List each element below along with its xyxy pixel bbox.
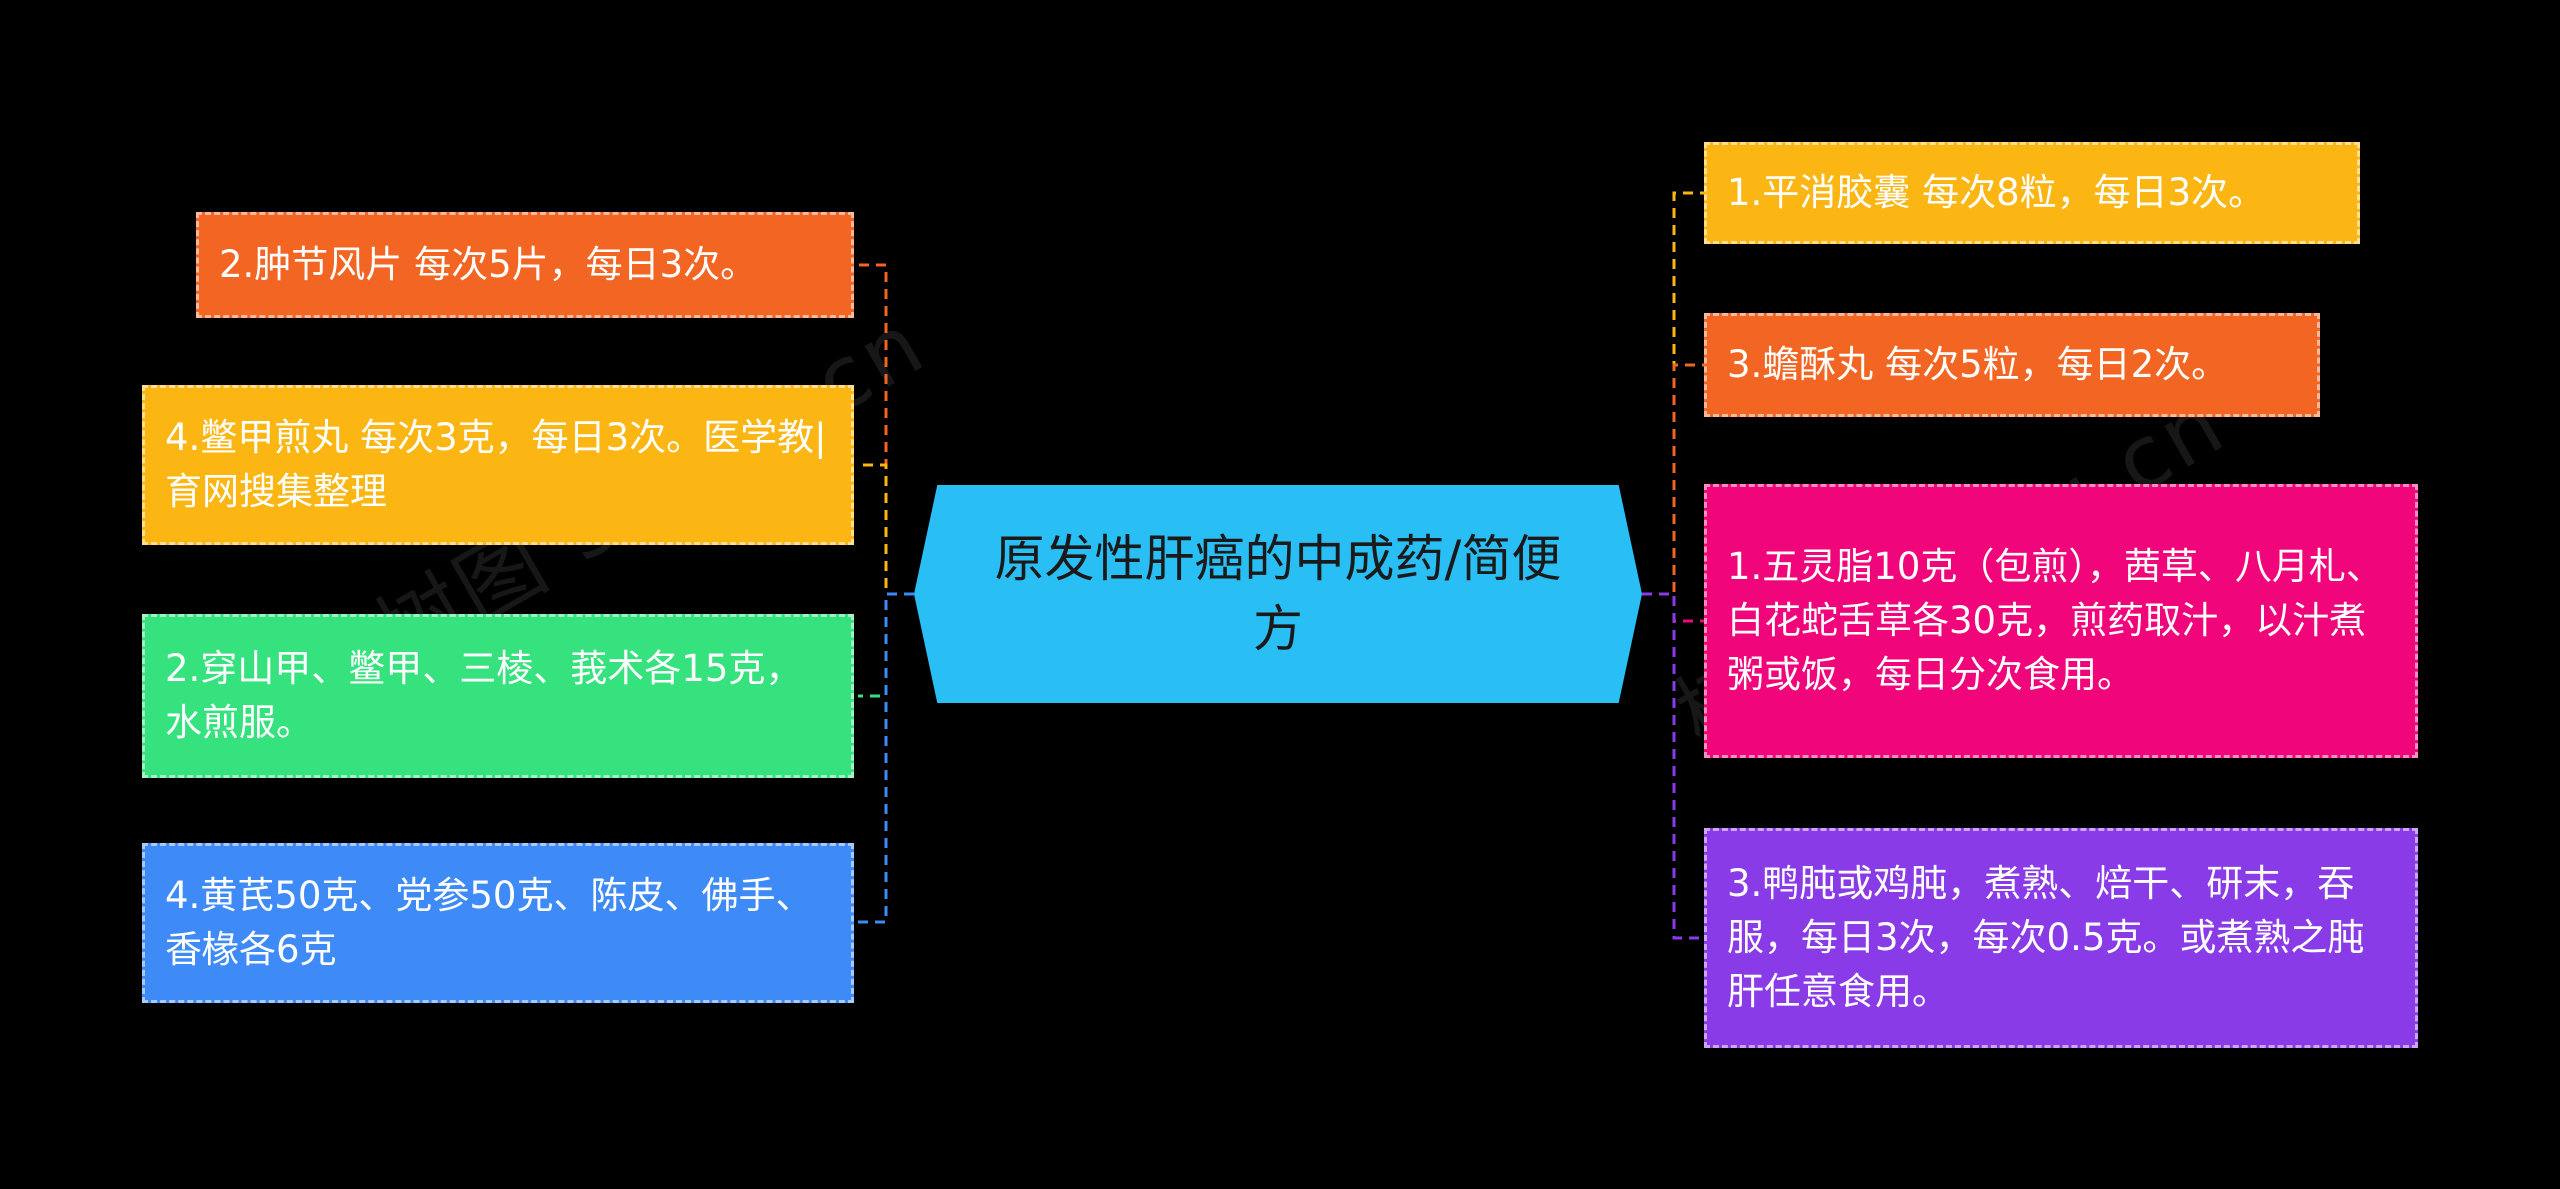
connector-left-2	[858, 463, 914, 596]
central-topic[interactable]: 原发性肝癌的中成药/简便方	[914, 485, 1642, 703]
connector-right-4	[1642, 592, 1704, 940]
left-node-3[interactable]: 2.穿山甲、鳖甲、三棱、莪术各15克，水煎服。	[142, 614, 854, 778]
connector-right-1	[1642, 191, 1704, 596]
right-node-3[interactable]: 1.五灵脂10克（包煎），茜草、八月札、白花蛇舌草各30克，煎药取汁，以汁煮粥或…	[1704, 484, 2418, 758]
left-node-4[interactable]: 4.黄芪50克、党参50克、陈皮、佛手、香椽各6克	[142, 843, 854, 1003]
connector-left-3	[858, 592, 914, 698]
connector-right-3	[1642, 592, 1704, 623]
connector-left-4	[858, 592, 914, 924]
left-node-4-label: 4.黄芪50克、党参50克、陈皮、佛手、香椽各6克	[165, 874, 813, 971]
right-node-4-label: 3.鸭肫或鸡肫，煮熟、焙干、研末，吞服，每日3次，每次0.5克。或煮熟之肫肝任意…	[1727, 862, 2365, 1013]
central-topic-label: 原发性肝癌的中成药/简便方	[994, 530, 1562, 658]
left-node-1[interactable]: 2.肿节风片 每次5片，每日3次。	[196, 212, 854, 318]
right-node-2-label: 3.蟾酥丸 每次5粒，每日2次。	[1727, 343, 2229, 386]
left-node-3-label: 2.穿山甲、鳖甲、三棱、莪术各15克，水煎服。	[165, 647, 803, 744]
right-node-4[interactable]: 3.鸭肫或鸡肫，煮熟、焙干、研末，吞服，每日3次，每次0.5克。或煮熟之肫肝任意…	[1704, 828, 2418, 1048]
right-node-1-label: 1.平消胶囊 每次8粒，每日3次。	[1727, 171, 2266, 214]
left-node-2[interactable]: 4.鳖甲煎丸 每次3克，每日3次。医学教|育网搜集整理	[142, 385, 854, 545]
right-node-3-label: 1.五灵脂10克（包煎），茜草、八月札、白花蛇舌草各30克，煎药取汁，以汁煮粥或…	[1727, 545, 2383, 696]
right-node-2[interactable]: 3.蟾酥丸 每次5粒，每日2次。	[1704, 313, 2320, 417]
left-node-2-label: 4.鳖甲煎丸 每次3克，每日3次。医学教|育网搜集整理	[165, 416, 827, 513]
connector-right-2	[1642, 363, 1704, 596]
connector-left-1	[858, 263, 914, 596]
right-node-1[interactable]: 1.平消胶囊 每次8粒，每日3次。	[1704, 142, 2360, 244]
left-node-1-label: 2.肿节风片 每次5片，每日3次。	[219, 243, 758, 286]
